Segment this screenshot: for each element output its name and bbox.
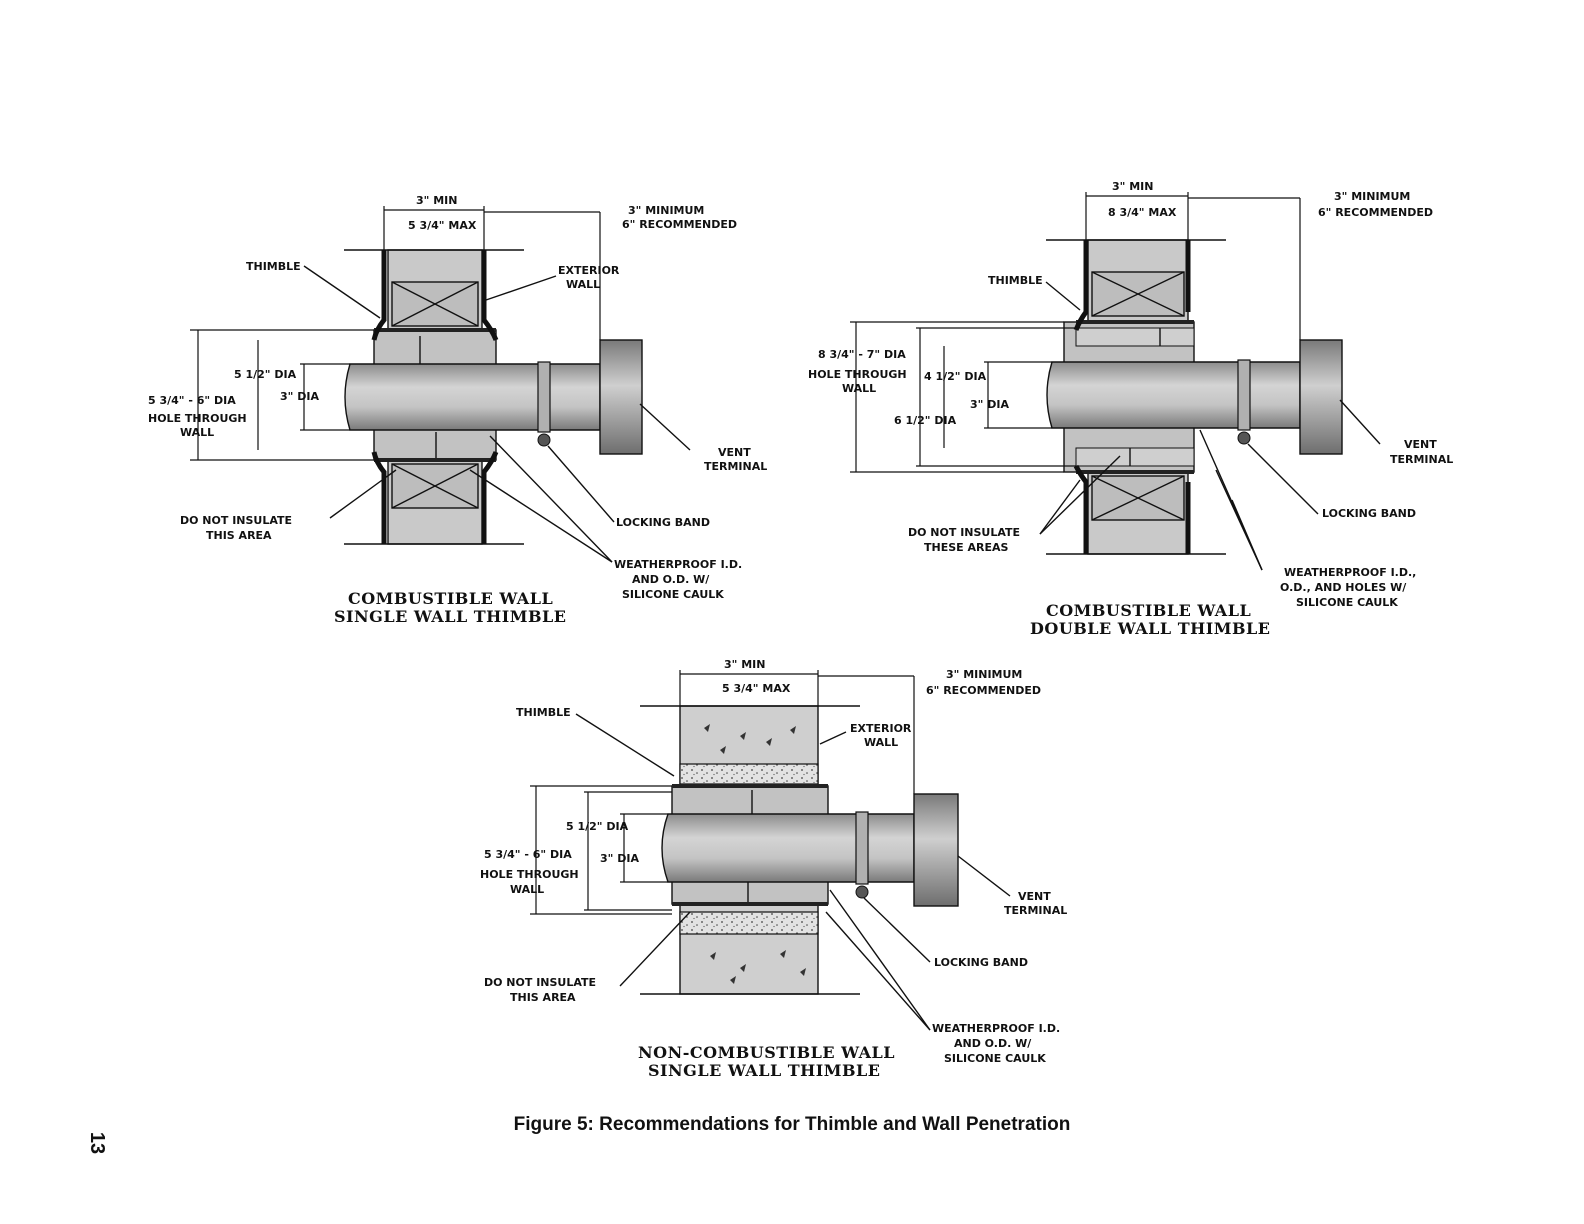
label-do-not-insulate-1: DO NOT INSULATE	[484, 976, 596, 989]
label-max-wall: 8 3/4" MAX	[1108, 206, 1177, 219]
label-hole-inner: 5 1/2" DIA	[234, 368, 297, 381]
label-exterior-wall-1: EXTERIOR	[850, 722, 912, 735]
diagram-noncombustible-single: 3" MIN 5 3/4" MAX 3" MINIMUM 6" RECOMMEN…	[480, 658, 1067, 1080]
title-line-2: SINGLE WALL THIMBLE	[648, 1061, 880, 1080]
vent-pipe	[1046, 361, 1301, 429]
label-weatherproof-3: SILICONE CAULK	[1296, 596, 1398, 609]
label-exterior-wall-2: WALL	[566, 278, 600, 291]
label-weatherproof-1: WEATHERPROOF I.D.	[932, 1022, 1060, 1035]
title-line-1: NON-COMBUSTIBLE WALL	[638, 1043, 895, 1062]
label-vent-terminal-2: TERMINAL	[704, 460, 767, 473]
title-line-2: DOUBLE WALL THIMBLE	[1030, 619, 1270, 638]
wood-stud-lower	[1091, 475, 1185, 521]
label-do-not-insulate-2: THIS AREA	[510, 991, 576, 1004]
label-weatherproof-3: SILICONE CAULK	[944, 1052, 1046, 1065]
label-locking-band: LOCKING BAND	[934, 956, 1028, 969]
label-do-not-insulate-1: DO NOT INSULATE	[908, 526, 1020, 539]
label-hole-inner: 5 1/2" DIA	[566, 820, 629, 833]
label-hole-through-1: 8 3/4" - 7" DIA	[818, 348, 906, 361]
label-vent-terminal-1: VENT	[1404, 438, 1437, 451]
label-max-wall: 5 3/4" MAX	[408, 219, 477, 232]
label-hole-through-3: WALL	[842, 382, 876, 395]
title-line-1: COMBUSTIBLE WALL	[1046, 601, 1251, 620]
vent-pipe	[661, 813, 915, 883]
label-weatherproof-2: O.D., AND HOLES W/	[1280, 581, 1407, 594]
label-thimble: THIMBLE	[516, 706, 571, 719]
vent-terminal	[913, 793, 959, 907]
label-hole-through-2: HOLE THROUGH	[808, 368, 907, 381]
label-weatherproof-1: WEATHERPROOF I.D.,	[1284, 566, 1416, 579]
label-pipe-dia: 3" DIA	[280, 390, 319, 403]
label-thimble: THIMBLE	[246, 260, 301, 273]
label-clearance-2: 6" RECOMMENDED	[1318, 206, 1433, 219]
locking-band	[855, 811, 869, 885]
label-vent-terminal-1: VENT	[1018, 890, 1051, 903]
title-line-2: SINGLE WALL THIMBLE	[334, 607, 566, 626]
label-vent-terminal-2: TERMINAL	[1004, 904, 1067, 917]
diagram-combustible-single: 3" MIN 5 3/4" MAX 3" MINIMUM 6" RECOMMEN…	[148, 194, 767, 626]
label-min-wall: 3" MIN	[724, 658, 765, 671]
label-weatherproof-2: AND O.D. W/	[954, 1037, 1032, 1050]
label-hole-through-1: 5 3/4" - 6" DIA	[148, 394, 236, 407]
label-do-not-insulate-1: DO NOT INSULATE	[180, 514, 292, 527]
label-pipe-dia: 3" DIA	[600, 852, 639, 865]
label-min-wall: 3" MIN	[416, 194, 457, 207]
label-max-wall: 5 3/4" MAX	[722, 682, 791, 695]
wood-stud-upper	[391, 281, 479, 327]
label-pipe-dia: 3" DIA	[970, 398, 1009, 411]
label-min-wall: 3" MIN	[1112, 180, 1153, 193]
label-weatherproof-2: AND O.D. W/	[632, 573, 710, 586]
label-hole-through-1: 5 3/4" - 6" DIA	[484, 848, 572, 861]
label-hole-through-3: WALL	[180, 426, 214, 439]
label-clearance-2: 6" RECOMMENDED	[926, 684, 1041, 697]
label-hole-inner: 4 1/2" DIA	[924, 370, 987, 383]
label-thimble: THIMBLE	[988, 274, 1043, 287]
title-line-1: COMBUSTIBLE WALL	[348, 589, 553, 608]
label-vent-terminal-2: TERMINAL	[1390, 453, 1453, 466]
label-hole-through-2: HOLE THROUGH	[480, 868, 579, 881]
label-exterior-wall-2: WALL	[864, 736, 898, 749]
label-clearance-1: 3" MINIMUM	[946, 668, 1022, 681]
vent-terminal	[599, 339, 643, 455]
label-clearance-1: 3" MINIMUM	[628, 204, 704, 217]
wood-stud-lower	[391, 463, 479, 509]
locking-band	[1237, 359, 1251, 431]
label-locking-band: LOCKING BAND	[1322, 507, 1416, 520]
label-do-not-insulate-2: THIS AREA	[206, 529, 272, 542]
label-exterior-wall-1: EXTERIOR	[558, 264, 620, 277]
label-vent-terminal-1: VENT	[718, 446, 751, 459]
label-do-not-insulate-2: THESE AREAS	[924, 541, 1009, 554]
label-hole-through-2: HOLE THROUGH	[148, 412, 247, 425]
label-weatherproof-3: SILICONE CAULK	[622, 588, 724, 601]
vent-pipe	[344, 363, 601, 431]
vent-terminal	[1299, 339, 1343, 455]
label-weatherproof-1: WEATHERPROOF I.D.	[614, 558, 742, 571]
locking-band	[537, 361, 551, 433]
figure-caption: Figure 5: Recommendations for Thimble an…	[513, 1114, 1071, 1135]
label-locking-band: LOCKING BAND	[616, 516, 710, 529]
label-hole-outer: 6 1/2" DIA	[894, 414, 957, 427]
label-clearance-1: 3" MINIMUM	[1334, 190, 1410, 203]
label-clearance-2: 6" RECOMMENDED	[622, 218, 737, 231]
page-number: 13	[86, 1131, 108, 1155]
diagram-combustible-double: 3" MIN 8 3/4" MAX 3" MINIMUM 6" RECOMMEN…	[808, 180, 1453, 638]
label-hole-through-3: WALL	[510, 883, 544, 896]
wood-stud-upper	[1091, 271, 1185, 317]
